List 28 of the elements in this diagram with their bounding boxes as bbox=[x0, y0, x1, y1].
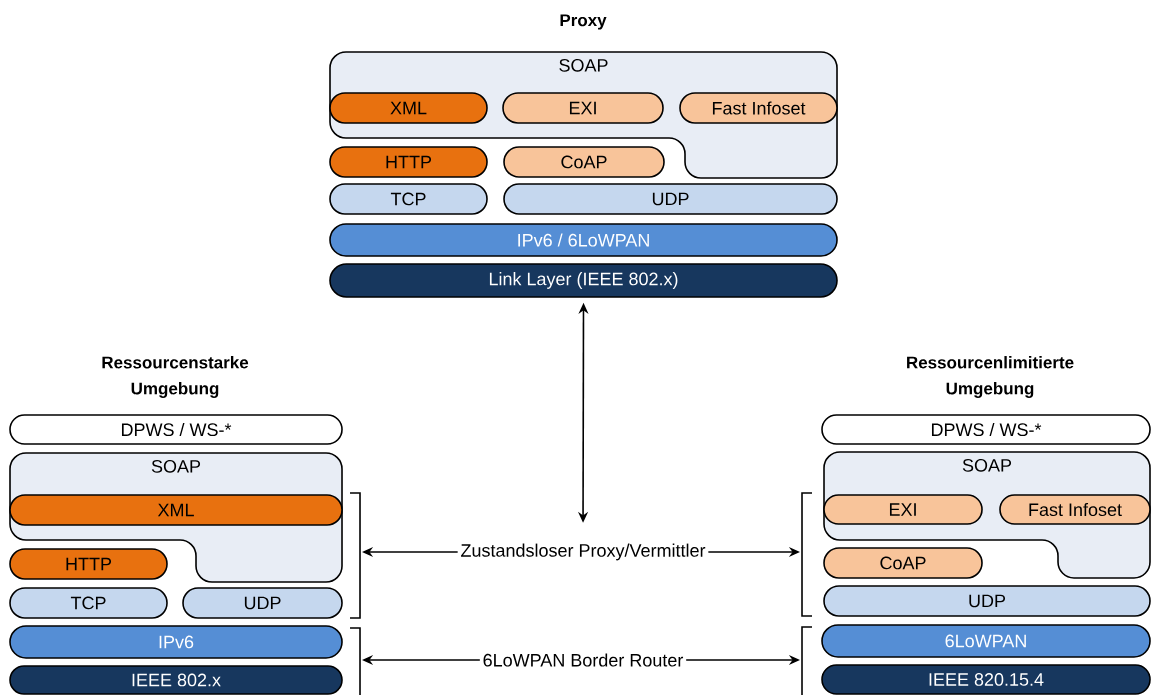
xml-layer: XML bbox=[9, 494, 343, 526]
heading: Proxy bbox=[560, 14, 607, 30]
dpws-layer: DPWS / WS-* bbox=[821, 414, 1151, 445]
link-layer: IEEE 820.15.4 bbox=[821, 664, 1151, 695]
http-layer: HTTP bbox=[329, 146, 488, 178]
exi-layer: EXI bbox=[502, 92, 664, 124]
http-layer: HTTP bbox=[9, 548, 168, 580]
connector-label: Zustandsloser Proxy/Vermittler bbox=[461, 543, 706, 561]
link-layer: Link Layer (IEEE 802.x) bbox=[329, 263, 838, 298]
udp-layer: UDP bbox=[503, 183, 838, 215]
network-layer: IPv6 / 6LoWPAN bbox=[329, 223, 838, 257]
xml-layer: XML bbox=[329, 92, 488, 124]
udp-layer: UDP bbox=[182, 587, 343, 619]
tcp-layer: TCP bbox=[9, 587, 168, 619]
link-layer: IEEE 802.x bbox=[9, 665, 343, 695]
fast-infoset-layer: Fast Infoset bbox=[999, 494, 1151, 525]
coap-layer: CoAP bbox=[503, 146, 665, 178]
tcp-layer: TCP bbox=[329, 183, 488, 215]
network-layer: 6LoWPAN bbox=[821, 624, 1151, 658]
dpws-layer: DPWS / WS-* bbox=[9, 414, 343, 445]
heading: Ressourcenlimitierte Umgebung bbox=[907, 356, 1074, 398]
heading: Ressourcenstarke Umgebung bbox=[102, 356, 249, 398]
network-layer: IPv6 bbox=[9, 625, 343, 659]
fast-infoset-layer: Fast Infoset bbox=[679, 92, 838, 124]
connector-label: 6LoWPAN Border Router bbox=[483, 653, 684, 667]
udp-layer: UDP bbox=[823, 585, 1151, 617]
coap-layer: CoAP bbox=[823, 547, 983, 579]
exi-layer: EXI bbox=[823, 494, 983, 525]
